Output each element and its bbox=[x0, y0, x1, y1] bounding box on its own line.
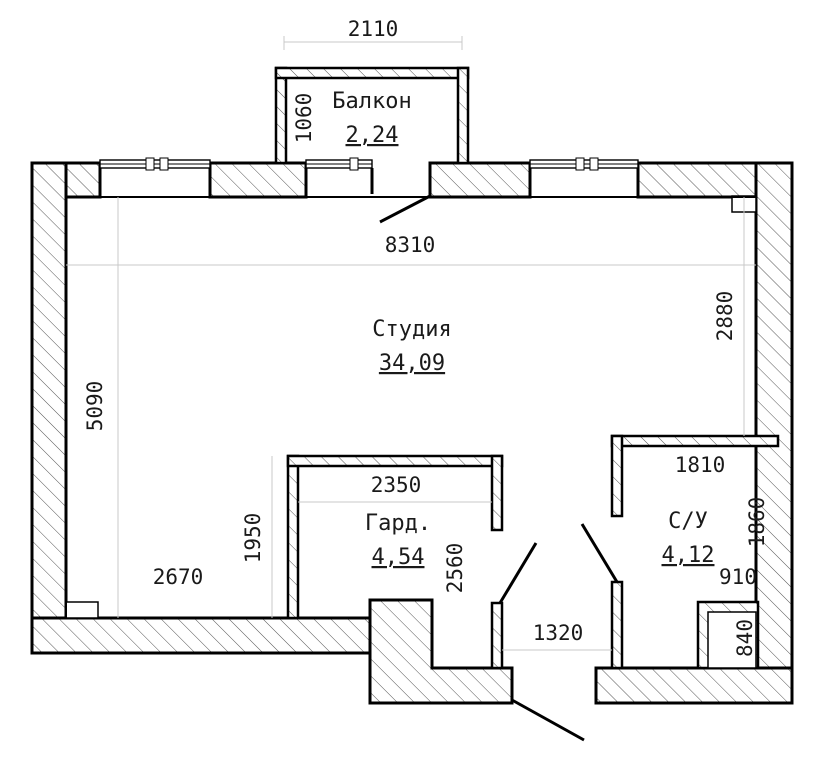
bathroom-door[interactable] bbox=[580, 523, 619, 583]
bath-wall-left-lower bbox=[610, 580, 624, 670]
dim-bath-height: 1860 bbox=[745, 497, 769, 548]
dim-studio-right: 2880 bbox=[713, 291, 737, 342]
room-name-studio: Студия bbox=[372, 317, 451, 342]
bath-wall-left-upper bbox=[610, 434, 624, 518]
bath-wall-top bbox=[610, 434, 780, 448]
wardrobe-wall-right-upper bbox=[490, 454, 504, 532]
wardrobe-wall-left bbox=[286, 454, 300, 620]
room-area-wardrobe: 4,54 bbox=[372, 545, 425, 570]
dim-studio-bottom: 2670 bbox=[153, 565, 204, 589]
room-area-studio: 34,09 bbox=[379, 351, 445, 376]
dim-wardrobe-width: 2350 bbox=[371, 473, 422, 497]
top-wall-mid-right bbox=[428, 161, 532, 199]
dim-wardrobe-height: 2560 bbox=[443, 543, 467, 594]
bottom-wall-left bbox=[30, 616, 372, 655]
right-wall bbox=[754, 161, 794, 705]
bottom-wall-right bbox=[594, 666, 794, 705]
wardrobe-door[interactable] bbox=[498, 542, 538, 604]
dim-hall-width: 1320 bbox=[533, 621, 584, 645]
wardrobe-wall-right-lower bbox=[490, 601, 504, 670]
balcony-wall-right bbox=[456, 66, 470, 165]
dim-bath-inner-height: 840 bbox=[733, 619, 757, 657]
room-area-bathroom: 4,12 bbox=[662, 543, 715, 568]
dim-bath-inner-width: 910 bbox=[719, 565, 757, 589]
bottom-wall-bump bbox=[368, 598, 514, 705]
dim-studio-left: 5090 bbox=[83, 381, 107, 432]
wardrobe-wall-top bbox=[286, 454, 504, 468]
window-balcony bbox=[305, 157, 374, 194]
room-area-balcony: 2,24 bbox=[346, 123, 399, 148]
top-wall-mid-left bbox=[208, 161, 308, 199]
room-name-balcony: Балкон bbox=[332, 89, 411, 114]
room-name-wardrobe: Гард. bbox=[365, 511, 431, 536]
window-top-left bbox=[99, 157, 211, 171]
left-wall bbox=[30, 161, 68, 655]
dim-bath-width: 1810 bbox=[675, 453, 726, 477]
corner-notch-bottom-left bbox=[65, 601, 99, 619]
bath-shaft-inner bbox=[707, 611, 757, 669]
entrance-door[interactable] bbox=[511, 698, 585, 742]
balcony-door[interactable] bbox=[379, 194, 431, 224]
dim-balcony-depth: 1060 bbox=[292, 93, 316, 144]
dim-balcony-width: 2110 bbox=[348, 17, 399, 41]
room-name-bathroom: С/У bbox=[668, 509, 708, 534]
balcony-wall-left bbox=[274, 66, 288, 165]
dim-studio-width: 8310 bbox=[385, 233, 436, 257]
dim-wardrobe-offset-height: 1950 bbox=[241, 513, 265, 564]
window-top-right bbox=[529, 157, 639, 171]
balcony-wall-top bbox=[274, 66, 470, 80]
